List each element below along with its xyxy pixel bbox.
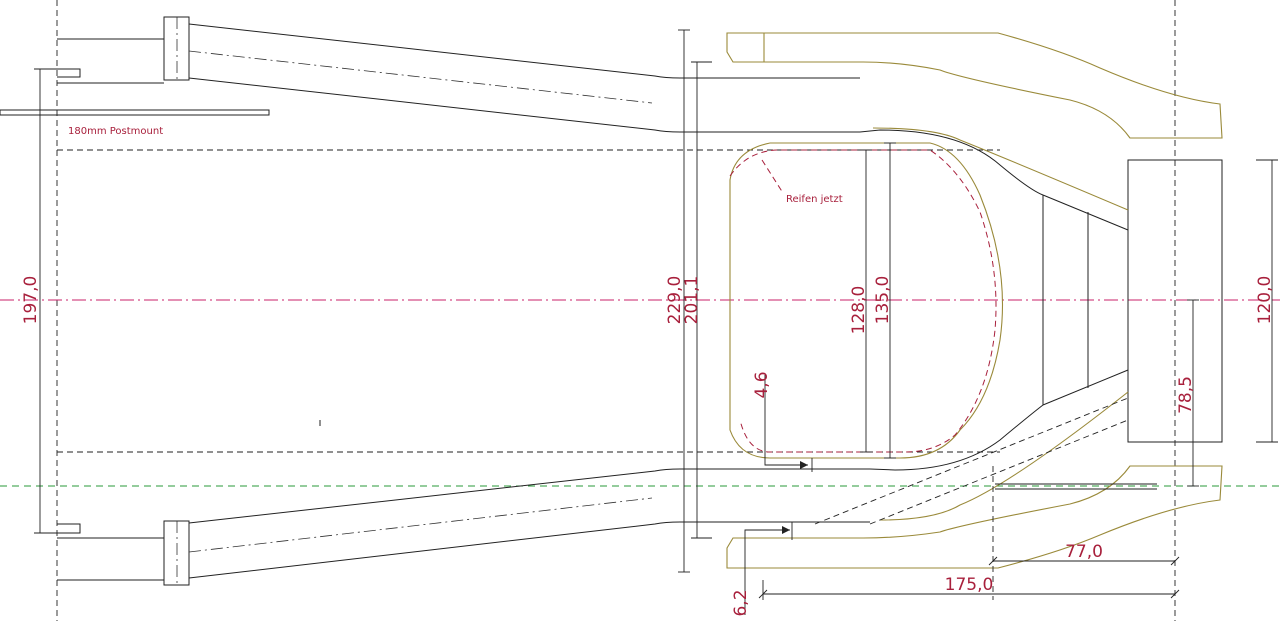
yoke-upper-taper bbox=[1042, 194, 1129, 231]
upper-dropout-block bbox=[163, 16, 190, 81]
dim-120-label: 120,0 bbox=[1255, 276, 1275, 325]
postmount-label: 180mm Postmount bbox=[68, 126, 163, 137]
lower-olive-inner-sweep bbox=[879, 391, 1129, 521]
upper-left-bracket bbox=[57, 68, 81, 78]
lower-stay-outer-edge bbox=[188, 521, 870, 579]
tire-note-leader bbox=[761, 159, 784, 194]
dim-128-label: 128,0 bbox=[849, 286, 869, 335]
dim-6-2-leader bbox=[744, 529, 790, 615]
lower-stay-inner-edge bbox=[188, 468, 870, 524]
dim-77-tick-right bbox=[1170, 556, 1180, 566]
lower-dropout-block bbox=[163, 520, 190, 586]
dim-4-6-label: 4,6 bbox=[752, 371, 772, 398]
upper-olive-inner-sweep bbox=[872, 127, 1129, 211]
tire-clearance-outline bbox=[729, 142, 1004, 459]
lower-stay-centerline bbox=[188, 497, 653, 553]
yoke-upper-curve bbox=[859, 129, 1044, 196]
dim-6-2-label: 6,2 bbox=[731, 589, 751, 616]
dim-6-2-arrow bbox=[782, 526, 790, 534]
dim-229-label: 229,0 bbox=[665, 276, 685, 325]
dim-77-label: 77,0 bbox=[1065, 542, 1103, 562]
upper-stay-outer-edge bbox=[188, 23, 860, 79]
yoke-lower-curve bbox=[869, 404, 1044, 471]
dim-135-label: 135,0 bbox=[873, 276, 893, 325]
lower-olive-stay bbox=[726, 465, 1223, 569]
postmount-bar bbox=[0, 109, 270, 116]
upper-olive-stay bbox=[726, 32, 1223, 139]
diagonal-dashed-guide-1 bbox=[814, 397, 1129, 525]
diagonal-dashed-guide-2 bbox=[869, 419, 1129, 525]
dim-197-label: 197,0 bbox=[21, 276, 41, 325]
yoke-lower-taper bbox=[1042, 369, 1129, 406]
upper-stay-inner-edge bbox=[188, 77, 860, 133]
tire-note-label: Reifen jetzt bbox=[786, 194, 843, 205]
upper-stay-centerline bbox=[188, 50, 653, 104]
lower-left-bracket bbox=[57, 523, 81, 534]
dim-201-label: 201,1 bbox=[682, 276, 702, 325]
dim-175-label: 175,0 bbox=[945, 575, 994, 595]
dim-77-tick-left bbox=[988, 556, 998, 566]
dim-78-label: 78,5 bbox=[1176, 376, 1196, 414]
dim-175-tick-right bbox=[1170, 589, 1180, 599]
bottom-bracket-shell bbox=[1127, 159, 1223, 443]
dim-4-6-arrow bbox=[800, 461, 808, 469]
dim-175-tick-left bbox=[758, 589, 768, 599]
dim-4-6-leader bbox=[764, 375, 808, 466]
